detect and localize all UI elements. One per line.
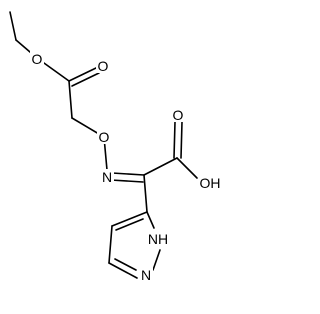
bond-n-c-double-b [110, 179, 144, 183]
bond-carboxyl-oh [176, 157, 198, 179]
atom-o-acid-carbonyl: O [173, 107, 184, 123]
bond-ester-carbonyl-double-b [71, 72, 100, 87]
bond-ring-c3-c4 [111, 211, 148, 227]
atom-oh-acid: OH [200, 175, 221, 191]
chemical-structure: O O O N O OH NH N [9, 11, 222, 283]
atom-n-oxime: N [102, 169, 112, 185]
bond-ester-carbonyl-double-a [68, 67, 97, 82]
bond-ring-c5-n [108, 262, 138, 279]
bond-c-carboxyl [143, 157, 178, 176]
bond-ring-nh-c3 [146, 211, 155, 229]
bonds [9, 11, 198, 279]
atom-o-ester: O [32, 51, 43, 67]
atom-nh-pyrazole: NH [148, 231, 168, 247]
bond-carbonyl-ch2 [68, 80, 73, 119]
bond-ring-c5-n-inner [114, 258, 137, 271]
bond-ring-c3-c4-inner [115, 218, 144, 231]
bond-ring-n-nh [152, 249, 161, 271]
bond-ethyl-ch3-ch2 [9, 11, 17, 41]
atom-n-pyrazole: N [141, 267, 151, 283]
bond-carboxyl-double-b [180, 121, 183, 159]
atom-o-oxime: O [99, 129, 110, 145]
atom-labels: O O O N O OH NH N [30, 51, 222, 283]
bond-carboxyl-double-a [173, 121, 176, 159]
bond-ring-c4-c5 [108, 225, 113, 264]
bond-n-c-double-a [111, 172, 145, 176]
bond-c-pyrazole [143, 174, 148, 213]
atom-o-ester-carbonyl: O [98, 58, 109, 74]
